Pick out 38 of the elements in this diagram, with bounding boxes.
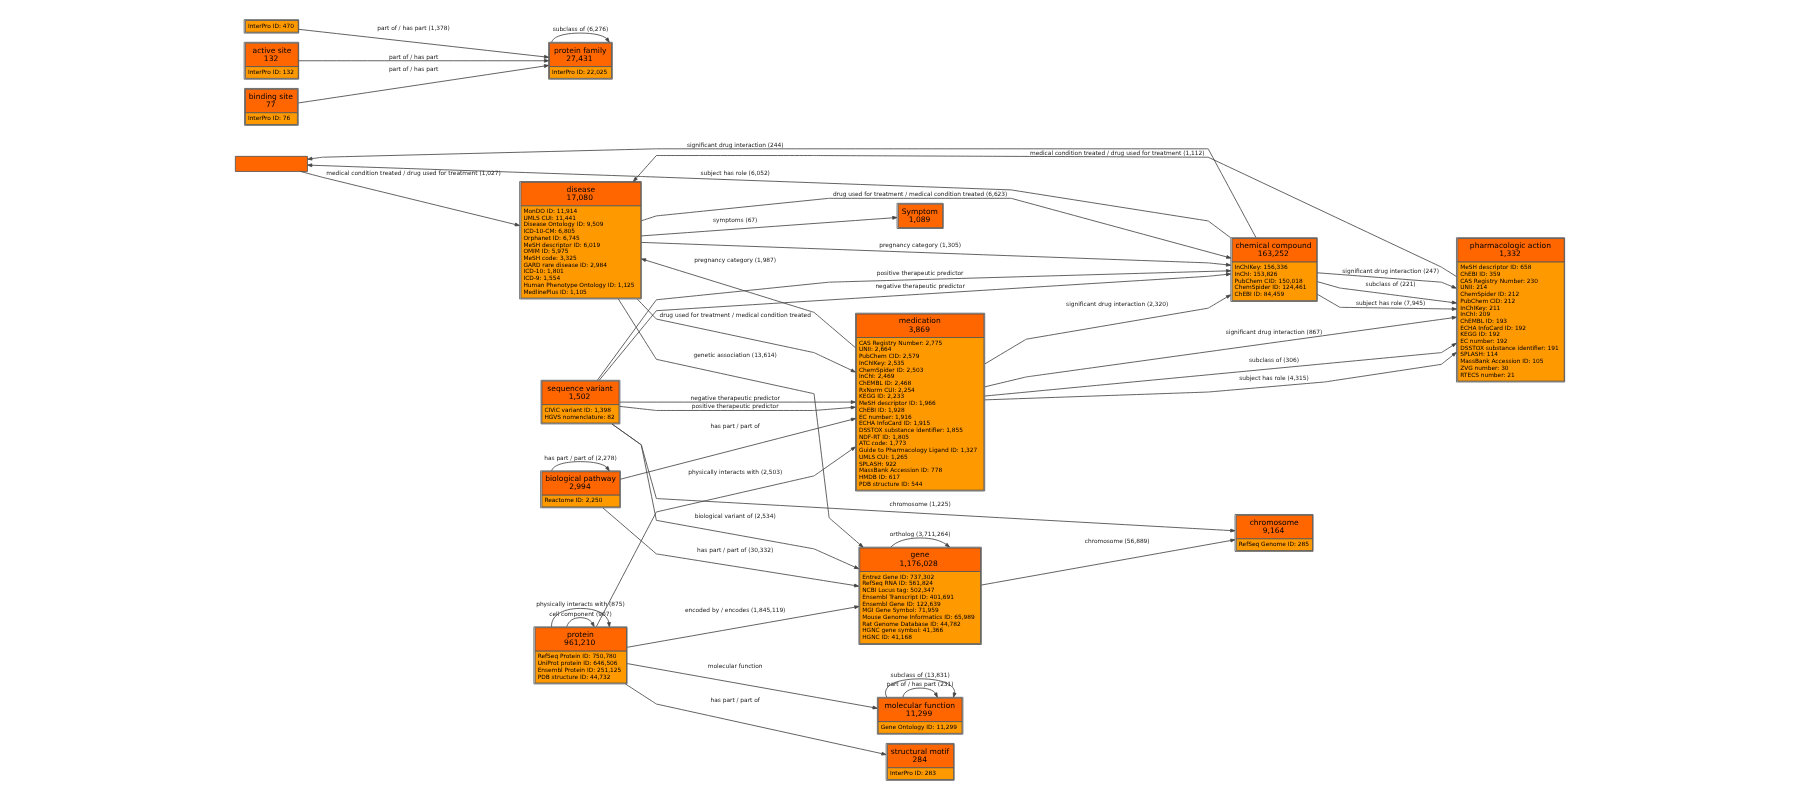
arrow	[619, 400, 856, 404]
arrow	[620, 417, 856, 480]
arrow	[641, 197, 1232, 259]
arrow	[551, 461, 610, 472]
arrow	[902, 687, 938, 698]
arrow	[984, 352, 1457, 401]
arrow	[641, 258, 856, 348]
arrow	[298, 58, 549, 63]
arrow	[1317, 293, 1457, 311]
arrow	[298, 28, 549, 59]
arrow	[885, 678, 957, 698]
arrow	[625, 683, 887, 756]
arrow	[640, 215, 898, 237]
arrow	[307, 148, 1257, 238]
arrow	[984, 294, 1231, 365]
arrow	[618, 298, 864, 548]
arrow	[602, 507, 860, 588]
arrow	[626, 605, 860, 648]
arrow	[637, 298, 856, 373]
arrow	[1316, 272, 1457, 289]
arrow	[981, 538, 1236, 586]
arrow	[633, 155, 1457, 277]
arrow	[984, 342, 1457, 397]
arrow	[595, 446, 856, 628]
arrow	[641, 242, 1231, 267]
node-box	[234, 155, 308, 172]
arrow	[611, 423, 1236, 533]
arrow	[307, 163, 1231, 239]
arrow	[551, 608, 611, 628]
arrow	[298, 64, 549, 104]
arrow	[619, 405, 856, 411]
arrow	[1317, 281, 1457, 305]
arrow	[551, 32, 610, 43]
arrow	[984, 315, 1457, 388]
arrow	[890, 537, 950, 548]
arrow	[626, 663, 878, 710]
arrow	[300, 171, 520, 227]
arrow	[566, 617, 595, 627]
